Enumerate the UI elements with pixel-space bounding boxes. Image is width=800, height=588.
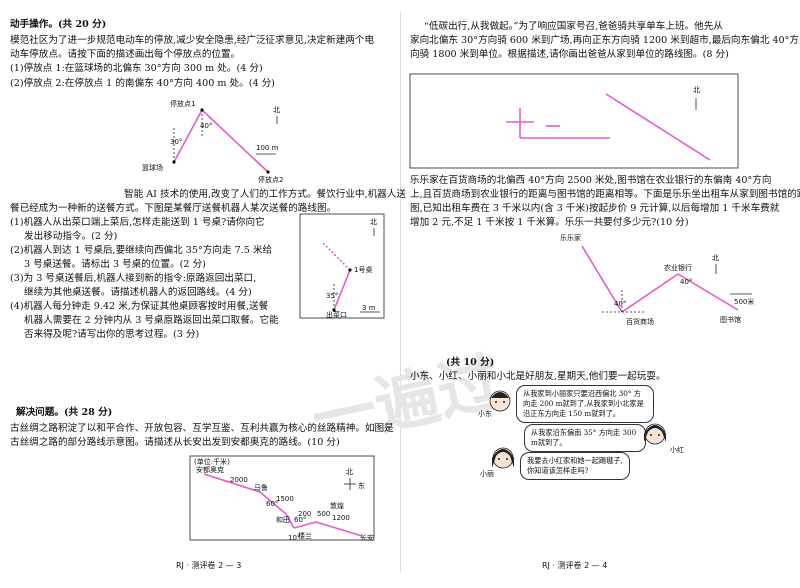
north-label: 北 [693,86,700,94]
dunhuang-label: 敦煌 [330,501,344,510]
north-label: 北 [346,468,353,476]
dist-1500: 1500 [276,495,294,503]
xiaohong-avatar [644,423,666,445]
q2-part3b: 继续为其他桌送餐。请描述机器人的返回路线。(4 分) [24,287,252,298]
q2-part2b: 3 号桌送餐。请标出 3 号桌的位置。(2 分) [24,259,206,270]
q2-figure: 北 1号桌 出菜口 35° 3 m [299,213,385,319]
route-hetian-loulan [285,513,295,529]
maru-label: 马鲁 [254,483,268,492]
q2-line1: 智能 AI 技术的使用,改变了人们的工作方式。餐饮行业中,机器人送 [124,189,406,200]
stop2-label: 停放点2 [258,175,283,184]
angle-35-label: 35° [326,292,338,300]
stop1-label: 停放点1 [170,99,195,108]
q6-title: (共 10 分) [446,357,495,368]
loulan-label: 楼兰 [298,531,312,540]
right-page: “低碳出行,从我做起。”为了响应国家号召,爸爸骑共享单车上班。他先从 家向北偏东… [400,0,800,588]
route-court-stop1 [173,109,203,163]
scale-label: 500米 [734,297,754,306]
angle-30-label: 30° [170,138,182,146]
north-label: 北 [370,218,377,226]
q1-part2: (2)停放点 2:在停放点 1 的南偏东 40°方向 400 m 处。(4 分) [10,78,275,89]
q1-part1: (1)停放点 1:在篮球场的北偏东 30°方向 300 m 处。(4 分) [10,63,263,74]
q1-line1: 模范社区为了进一步规范电动车的停放,减少安全隐患,经广泛征求意见,决定新建两个电 [10,35,375,46]
route-exit-table1 [333,269,351,311]
east-label: 东 [358,481,365,490]
q2-part2a: (2)机器人到达 1 号桌后,要继续向西偏北 35°方向走 7.5 米给 [10,245,273,256]
mall-label: 百货商场 [626,317,654,326]
q3-line1: 古丝绸之路积淀了以和平合作、开放包容、互学互鉴、互利共赢为核心的丝路精神。如图是 [10,423,394,434]
q2-part1a: (1)机器人从出菜口端上菜后,怎样走能送到 1 号桌?请你向它 [10,217,265,228]
angle-40a: 40° [614,300,626,308]
dist-200: 200 [298,510,311,518]
changan-label: 长安 [360,533,374,542]
route-maru-hetian [259,491,287,515]
q3-line2: 古丝绸之路的部分路线示意图。请描述从长安出发到安都奥克的路线。(10 分) [10,437,340,448]
north-label: 北 [273,106,280,114]
court-label: 篮球场 [142,163,163,172]
q5-line1: 乐乐家在百货商场的北偏西 40°方向 2500 米处,图书馆在农业银行的东偏南 … [410,175,772,186]
xiaodong-avatar [489,390,511,412]
name-xiaoli: 小丽 [480,470,494,478]
dist-1200: 1200 [332,514,350,522]
q3-figure: (单位:千米) 安都奥克 2000 马鲁 1500 200 和田 500 楼兰 … [189,455,375,542]
name-xiaodong: 小东 [478,410,492,418]
route-mall-bank [621,273,679,313]
scale-label: 3 m [362,304,376,312]
angle-10: 10° [288,534,300,542]
angle-40b: 40° [680,278,692,286]
library-label: 图书馆 [720,315,741,324]
section2-title: 解决问题。(共 28 分) [16,407,113,418]
bubble-xiaodong: 从我家到小丽家只要沿西偏北 30° 方向走 200 m就到了,从我家到小北家是沿… [516,385,654,423]
north-label: 北 [712,254,719,262]
route-office [605,93,711,161]
route-hint [321,241,351,271]
q5-line2: 上,且百货商场到农业银行的距离与图书馆的距离相等。下面是乐乐坐出租车从家到图书馆… [410,189,800,200]
q2-part3a: (3)为 3 号桌送餐后,机器人接到新的指令:原路返回出菜口, [10,273,257,284]
right-footer: RJ · 测评卷 2 — 4 [542,561,608,570]
q2-part1b: 发出移动指令。(2 分) [24,231,118,242]
q4-line1: “低碳出行,从我做起。”为了响应国家号召,爸爸骑共享单车上班。他先从 [424,21,723,32]
page-divider [400,12,401,572]
bank-label: 农业银行 [664,263,692,272]
q2-part4c: 否来得及呢?请写出你的思考过程。(3 分) [24,329,200,340]
scale-label: 100 m [256,144,279,152]
hetian-label: 和田 [276,515,290,524]
angle-60b: 60° [294,516,306,524]
unit-label: (单位:千米) [194,457,230,466]
q5-figure: 乐乐家 农业银行 百货商场 图书馆 北 40° 40° 500米 [560,233,754,326]
q4-figure: 北 [409,73,739,169]
antioch-label: 安都奥克 [196,465,224,474]
bubble-xiaoli: 我要去小红家和她一起踢毽子,你知道该怎样走吗? [520,452,630,480]
exit-label: 出菜口 [326,310,347,319]
section1-title: 动手操作。(共 20 分) [10,19,107,30]
left-page: 动手操作。(共 20 分) 模范社区为了进一步规范电动车的停放,减少安全隐患,经… [10,19,406,570]
dist-500: 500 [317,510,330,518]
route-home-mall [581,245,623,313]
q2-line2: 餐已经成为一种新的送餐方式。下图是某餐厅送餐机器人某次送餐的路线图。 [10,203,337,214]
q5-line3: 图,已知出租车费在 3 千米以内(含 3 千米)按起步价 9 元计算,以后每增加… [410,203,780,214]
route-loulan-dunhuang [293,521,317,529]
q1-line2: 动车停放点。请按下面的描述画出每个停放点的位置。 [10,49,241,60]
q2-part4b: 机器人需要在 2 分钟内从 3 号桌原路返回出菜口取餐。它能 [24,315,279,326]
q6-line1: 小东、小红、小丽和小北是好朋友,星期天,他们要一起玩耍。 [410,371,666,382]
name-xiaohong: 小红 [670,446,684,454]
left-footer: RJ · 测评卷 2 — 3 [176,561,242,570]
angle-60a: 60° [266,500,278,508]
q4-line2: 家向北偏东 30°方向骑 600 米到广场,再向正东方向骑 1200 米到超市,… [410,35,799,46]
q1-figure: 停放点1 篮球场 停放点2 北 30° 40° 100 m [142,99,283,184]
route-bank-library [677,273,739,311]
xiaoli-avatar [492,447,514,469]
angle-40-label: 40° [200,122,212,130]
route-stop1-stop2 [201,109,269,173]
q2-part4a: (4)机器人每分钟走 9.42 米,为保证其他桌顾客按时用餐,送餐 [10,301,269,312]
q4-line3: 向骑 1800 米到单位。根据描述,请你画出爸爸从家到单位的路线图。(8 分) [410,49,729,60]
route-antioch-maru [203,473,261,493]
table1-label: 1号桌 [354,265,372,274]
route-dunhuang-changan [315,521,363,537]
home-label: 乐乐家 [560,233,581,242]
dist-2000: 2000 [230,476,248,484]
q5-line4: 增加 2 元,不足 1 千米按 1 千米算。乐乐一共要付多少元?(10 分) [410,217,689,228]
bubble-xiaohong: 从我家沿东偏南 35° 方向走 300 m就到了。 [524,424,646,452]
